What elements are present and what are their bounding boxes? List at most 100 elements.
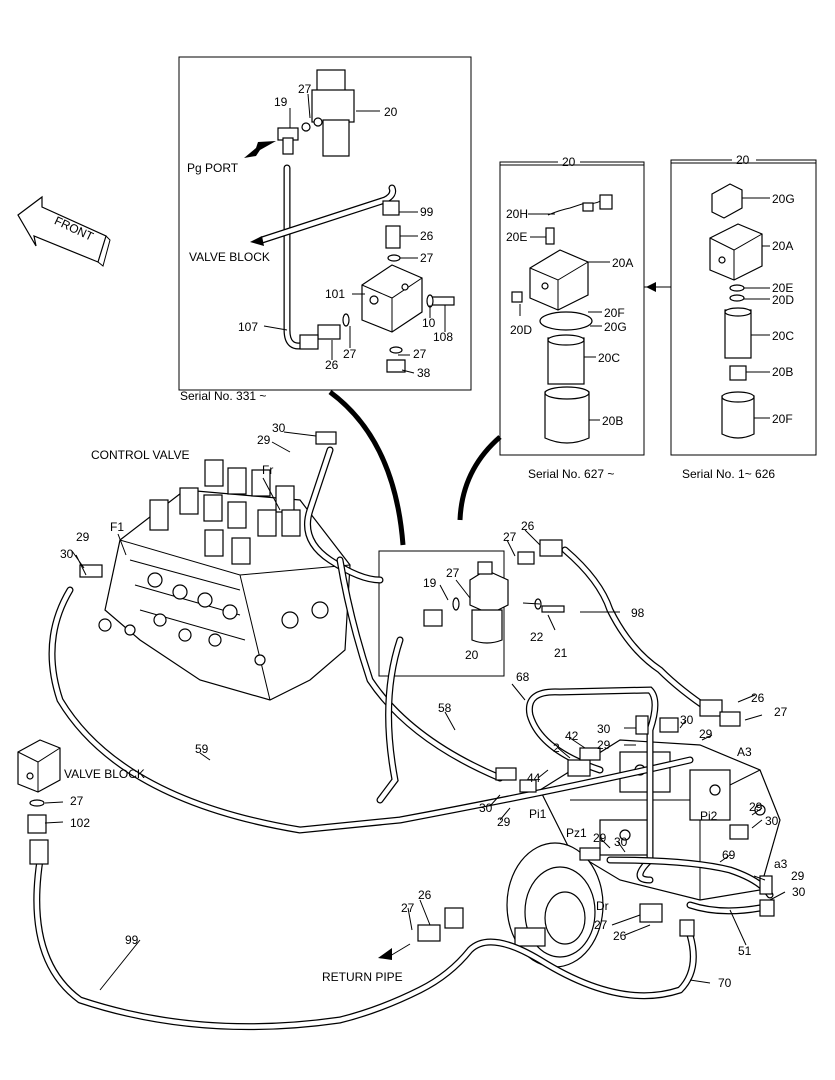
callout-29: 29 <box>76 530 90 544</box>
callout-27: 27 <box>70 794 84 808</box>
hoses <box>33 446 774 1031</box>
callout-58: 58 <box>438 701 452 715</box>
callout-20G: 20G <box>772 192 795 206</box>
control-valve-label: CONTROL VALVE <box>91 448 189 462</box>
callout-44: 44 <box>527 771 541 785</box>
port-pi2-label: Pi2 <box>700 809 718 823</box>
callout-30: 30 <box>614 835 628 849</box>
hose-fittings <box>27 431 775 942</box>
callout-51: 51 <box>738 944 752 958</box>
front-direction-arrow: FRONT <box>17 195 111 267</box>
callout-26: 26 <box>521 519 535 533</box>
o-ring-27-lower <box>342 313 350 327</box>
callout-98: 98 <box>631 606 645 620</box>
elbow-fitting-19 <box>277 122 311 155</box>
callout-20C: 20C <box>598 351 620 365</box>
callout-68: 68 <box>516 670 530 684</box>
callout-20: 20 <box>736 153 750 167</box>
callout-20: 20 <box>465 648 479 662</box>
control-valve: CONTROL VALVE Fr F1 <box>91 448 351 701</box>
callout-102: 102 <box>70 816 90 830</box>
callout-20: 20 <box>562 155 576 169</box>
callout-70: 70 <box>718 976 732 990</box>
callout-20D: 20D <box>772 293 794 307</box>
serial-331-label: Serial No. 331 ~ <box>180 389 266 403</box>
callout-20A: 20A <box>772 239 793 253</box>
callout-29: 29 <box>257 433 271 447</box>
solenoid-valve-20 <box>311 69 355 157</box>
callout-27: 27 <box>298 82 312 96</box>
callout-101: 101 <box>325 287 345 301</box>
callout-29: 29 <box>699 727 713 741</box>
callout-107: 107 <box>238 320 258 334</box>
callout-20C: 20C <box>772 329 794 343</box>
callout-99: 99 <box>420 205 434 219</box>
solenoid-20A <box>529 249 589 311</box>
serial-627-label: Serial No. 627 ~ <box>528 467 614 481</box>
valve-block-top-label: VALVE BLOCK <box>189 250 270 264</box>
callout-26: 26 <box>420 229 434 243</box>
inset-serial-627: 20 20H 20E 20A 20F 20G 20D 20C 20B Seria… <box>499 155 645 481</box>
callout-27: 27 <box>420 251 434 265</box>
inset-frame-1-626 <box>670 162 817 456</box>
callout-38: 38 <box>417 366 431 380</box>
callout-20F: 20F <box>604 306 625 320</box>
callout-20E: 20E <box>772 281 793 295</box>
callout-20H: 20H <box>506 207 528 221</box>
pump-flange <box>506 842 604 968</box>
fitting-26-top <box>385 225 401 249</box>
inset-serial-1-626: 20 20G 20A 20E 20D 20C 20B 20F Serial No… <box>670 153 817 481</box>
callout-19: 19 <box>423 576 437 590</box>
callout-29: 29 <box>597 738 611 752</box>
callout-30: 30 <box>765 814 779 828</box>
callout-26: 26 <box>751 691 765 705</box>
o-ring-27-plug <box>389 346 403 354</box>
callout-20D: 20D <box>510 323 532 337</box>
callout-27: 27 <box>401 901 415 915</box>
solenoid-detail-box <box>378 550 565 677</box>
callout-99: 99 <box>125 933 139 947</box>
inset-link-arrow <box>646 282 656 292</box>
hose-end-107 <box>299 334 319 350</box>
pg-port-arrow <box>244 141 276 158</box>
callout-21: 21 <box>554 646 568 660</box>
callout-20A: 20A <box>612 256 633 270</box>
port-a3-label: A3 <box>737 745 752 759</box>
callout-2: 2 <box>553 741 560 755</box>
main-callouts: 30 29 29 30 27 26 27 19 98 22 21 20 68 5… <box>44 421 806 991</box>
callout-20B: 20B <box>602 414 623 428</box>
return-pipe-label: RETURN PIPE <box>322 970 403 984</box>
callout-26: 26 <box>613 929 627 943</box>
callout-20: 20 <box>384 105 398 119</box>
port-pi1-label: Pi1 <box>529 807 547 821</box>
bolt-108 <box>431 296 455 306</box>
port-f1-label: F1 <box>110 520 124 534</box>
o-ring-27-top <box>387 254 401 262</box>
callout-30: 30 <box>680 713 694 727</box>
port-fr-label: Fr <box>262 463 273 477</box>
callout-29: 29 <box>497 815 511 829</box>
callout-27: 27 <box>503 530 517 544</box>
callout-29: 29 <box>791 869 805 883</box>
callout-27: 27 <box>594 918 608 932</box>
control-valve-spools <box>149 459 301 565</box>
port-a3-small-label: a3 <box>774 857 788 871</box>
inset-frame-331 <box>178 56 472 391</box>
callout-26: 26 <box>325 358 339 372</box>
valve-block-101 <box>361 264 423 333</box>
serial-1-626-label: Serial No. 1~ 626 <box>682 467 775 481</box>
detail-pointer-331 <box>328 389 406 546</box>
callout-29: 29 <box>749 800 763 814</box>
callout-26: 26 <box>418 888 432 902</box>
return-pipe-arrow <box>378 948 392 960</box>
callout-20E: 20E <box>506 230 527 244</box>
pg-port-label: Pg PORT <box>187 161 239 175</box>
callout-59: 59 <box>195 742 209 756</box>
callout-30: 30 <box>792 885 806 899</box>
fitting-26-lower <box>317 324 341 340</box>
callout-27: 27 <box>343 347 357 361</box>
callout-108: 108 <box>433 330 453 344</box>
callout-30: 30 <box>597 722 611 736</box>
callout-27: 27 <box>446 566 460 580</box>
